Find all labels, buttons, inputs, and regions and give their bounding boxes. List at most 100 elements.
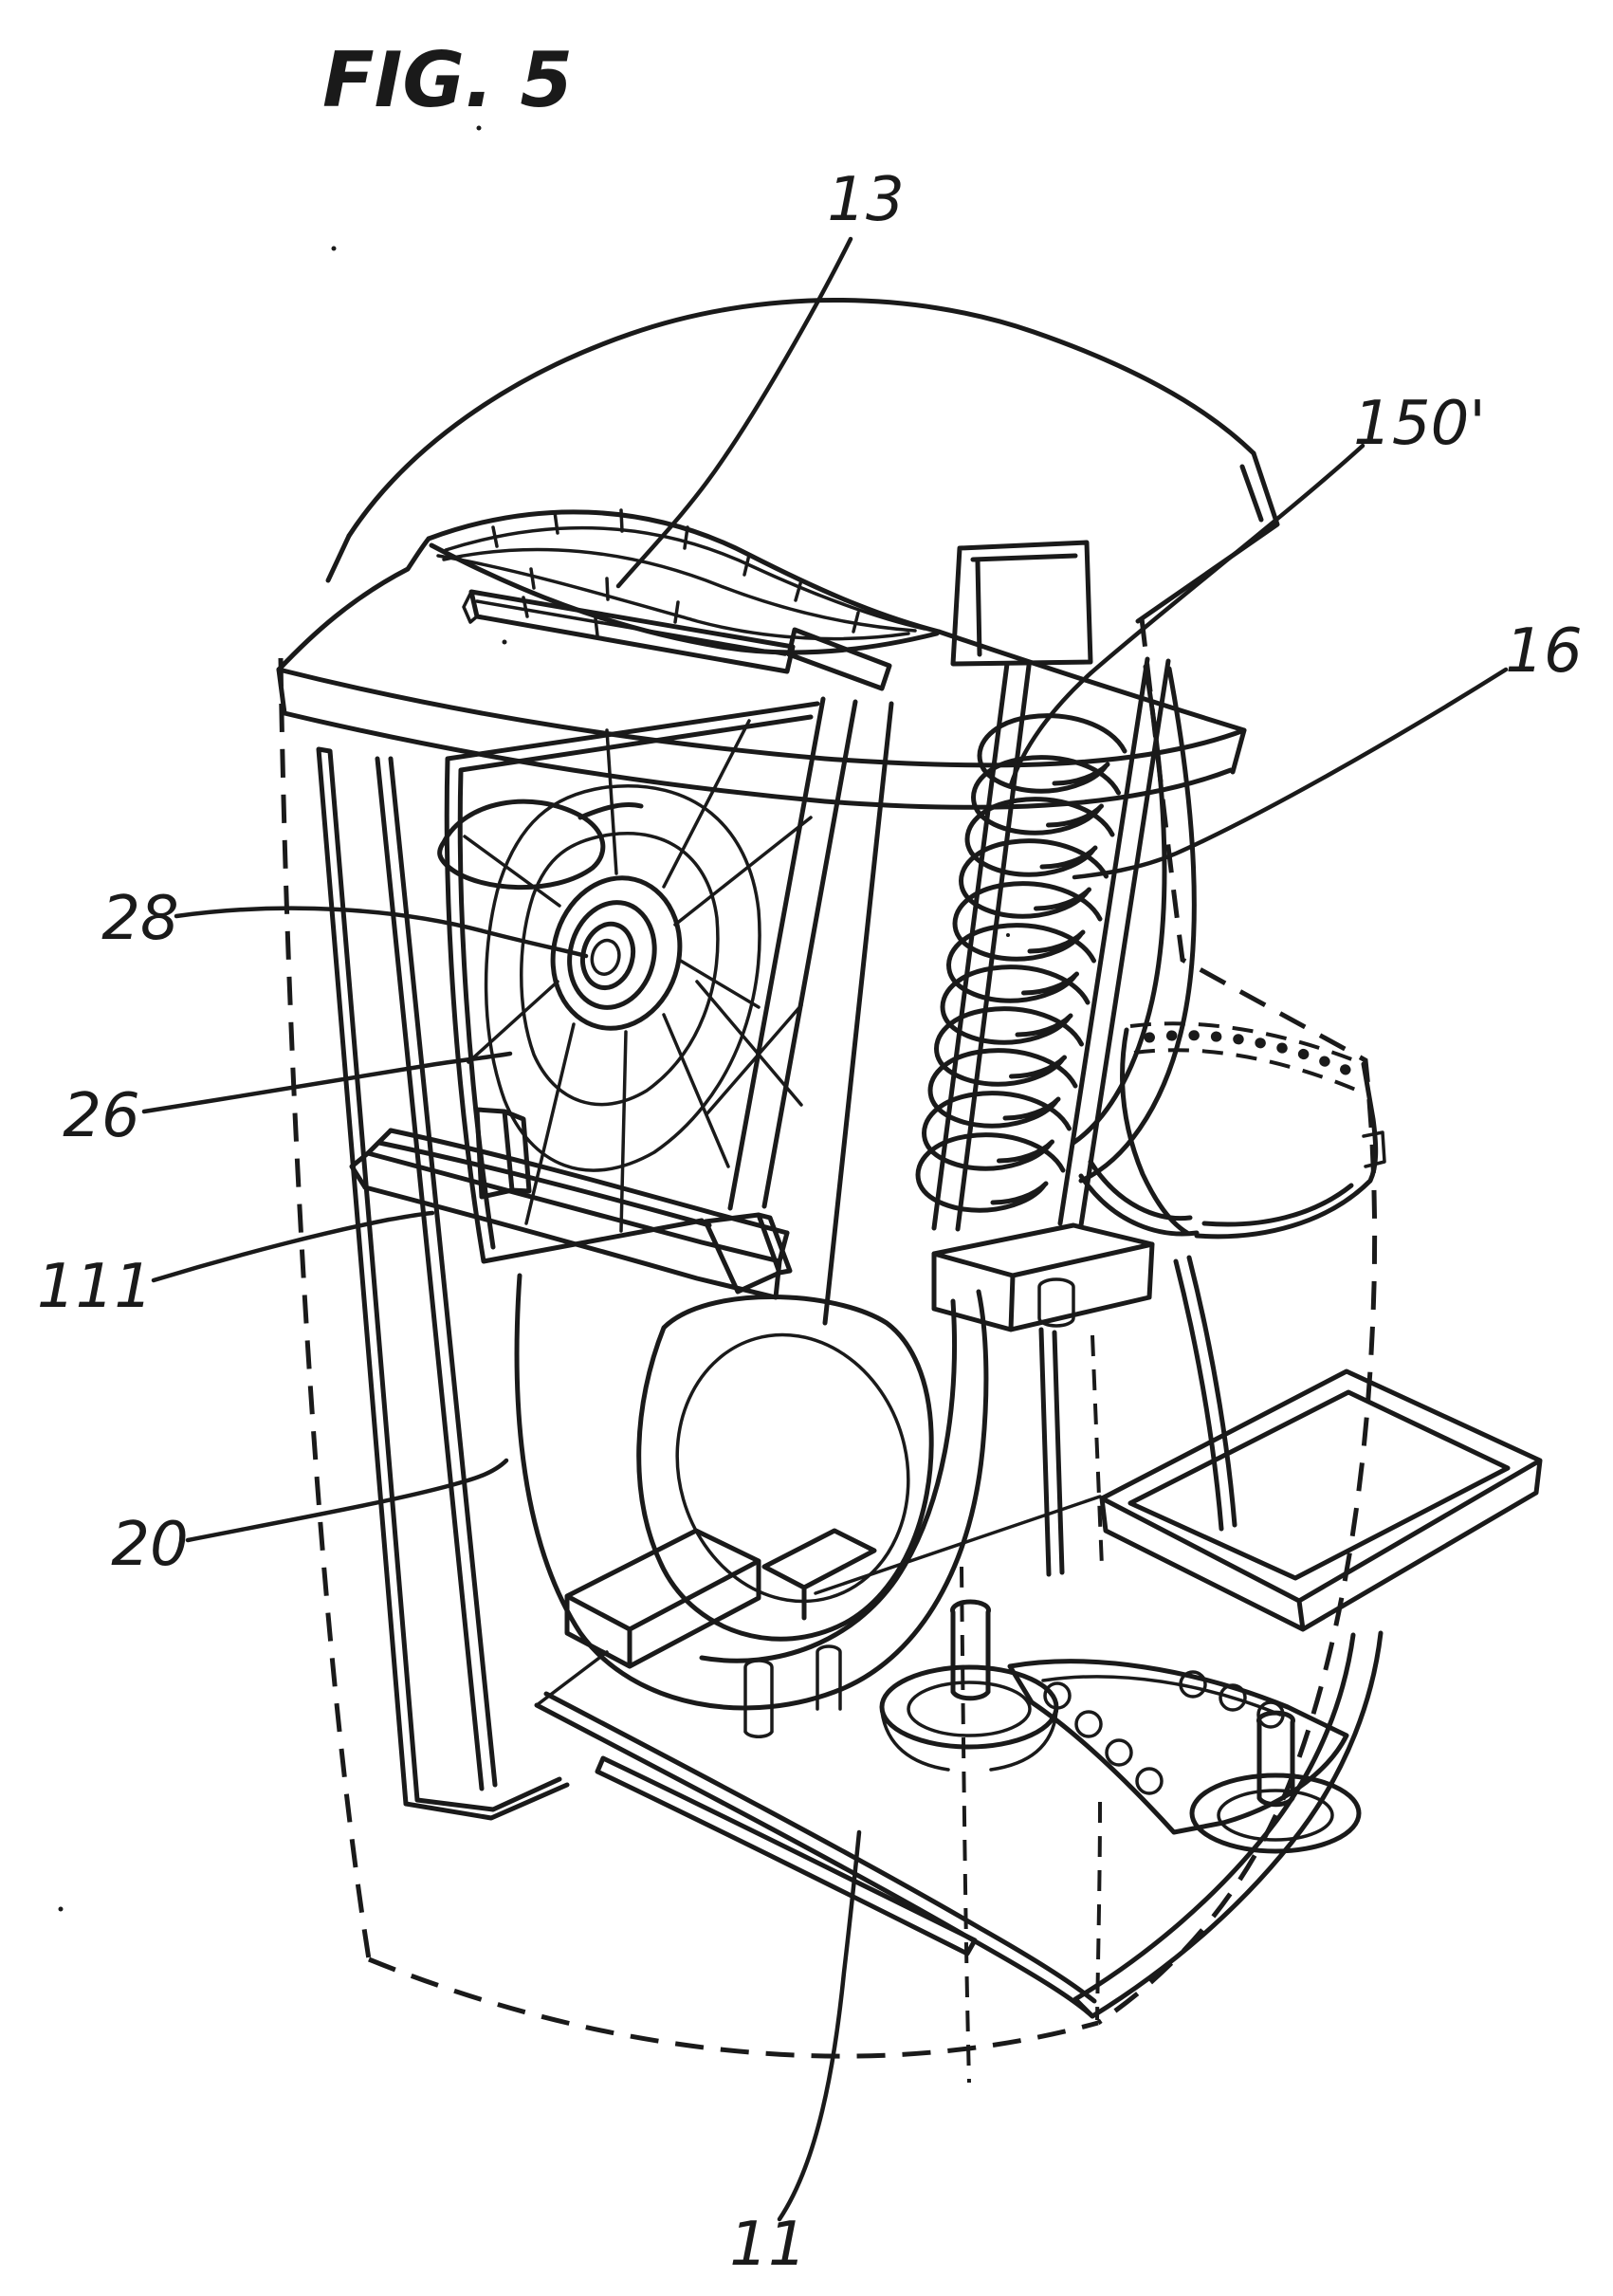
coil-turn — [980, 716, 1125, 792]
dome-right-corner — [1135, 450, 1280, 624]
boss-inner — [907, 1681, 1032, 1737]
handle-slot-inner-line — [462, 590, 787, 656]
callout-leader-lines — [141, 236, 1509, 2222]
lid-front-bottom-edge — [276, 667, 1234, 810]
leader-20 — [185, 1458, 509, 1543]
fan-grille — [437, 696, 894, 1326]
bracket-inner-line — [1041, 1675, 1282, 1717]
leader-111 — [151, 1210, 435, 1283]
left-frame-rails — [316, 746, 498, 1807]
bracket-hole — [1219, 1683, 1247, 1712]
coil-turn — [962, 841, 1107, 917]
top-lid — [276, 508, 1247, 810]
bracket-hole — [1256, 1700, 1285, 1729]
duct-back-curves — [1071, 664, 1197, 1184]
cup-top-face — [931, 1222, 1155, 1278]
speck — [1006, 933, 1010, 937]
louver-band-arcs — [436, 525, 926, 641]
base-back-edge — [535, 1495, 1102, 1707]
callout-16: 16 — [1505, 616, 1582, 687]
callout-28: 28 — [101, 884, 178, 954]
speck — [58, 1906, 64, 1912]
callout-11: 11 — [729, 2210, 806, 2280]
beam-wedge-bracket-right — [703, 1212, 793, 1295]
callout-111: 111 — [37, 1252, 153, 1322]
grille-web-ring-outer — [484, 784, 761, 1172]
duct-bottom-arc — [1078, 1159, 1200, 1237]
leader-150 — [1008, 443, 1366, 788]
peg-cylinder — [1256, 1710, 1295, 1808]
speck — [331, 246, 337, 251]
cross-beam — [349, 1107, 793, 1300]
base-front-rim — [534, 1691, 1097, 2019]
leader-13 — [615, 236, 853, 589]
speck — [476, 125, 482, 131]
chute-body — [1119, 1027, 1379, 1240]
coil-turn — [967, 799, 1112, 875]
collection-cup — [931, 1222, 1155, 1332]
bracket-hole — [1074, 1710, 1103, 1738]
chute-foot-cylinder — [1037, 1277, 1075, 1328]
peg-cylinder — [950, 1599, 991, 1701]
beam-top-edges — [365, 1128, 790, 1264]
peg-boss-left — [879, 1599, 1059, 1772]
callout-150: 150' — [1353, 389, 1486, 459]
drum-opening-inner — [675, 1332, 910, 1604]
grille-web-ring-inner — [520, 832, 720, 1107]
base-plate — [534, 1368, 1543, 2019]
hidden-chute-duct-line — [1091, 1334, 1104, 1568]
grille-spokes — [463, 719, 813, 1233]
lid-right-end-facet — [786, 627, 892, 691]
triangular-bracket — [1007, 1659, 1349, 1835]
cup-front-faces — [931, 1241, 1155, 1332]
hidden-bottom-sweep — [368, 1956, 1099, 2059]
louver-inner-arc — [429, 542, 940, 655]
small-pins — [743, 1644, 842, 1738]
chute-notch — [1362, 1130, 1386, 1168]
callout-20: 20 — [111, 1510, 188, 1580]
air-inlet-louver — [426, 508, 942, 655]
boss-depth — [880, 1710, 1058, 1772]
base-right-rim — [1072, 1630, 1384, 2019]
hub-ring-3 — [579, 921, 636, 991]
chute-perforation-dots — [1144, 1030, 1360, 1079]
fan-blade — [437, 799, 644, 891]
dome-left-edge — [325, 533, 352, 583]
bracket-hole — [1179, 1670, 1207, 1699]
figure-title: FIG. 5 — [322, 36, 573, 124]
coil-turn — [955, 884, 1100, 960]
hidden-inner-vertical-2 — [1095, 1801, 1102, 2021]
peg-boss-right — [1189, 1710, 1362, 1854]
leader-16 — [1072, 667, 1509, 880]
chute-strip-border-1 — [1129, 1021, 1365, 1066]
fan-hub — [550, 875, 683, 1031]
grille-frame — [444, 701, 820, 1264]
hidden-left-edge — [278, 657, 372, 1960]
bracket-hole — [1043, 1681, 1072, 1710]
callout-26: 26 — [63, 1081, 139, 1151]
chute-strip-border-2 — [1133, 1048, 1359, 1093]
lid-top-left-boundary — [276, 536, 431, 672]
speck — [502, 639, 507, 645]
base-left-blocks — [564, 1528, 877, 1669]
louver-brick-ticks — [491, 508, 860, 637]
louver-outer-arc — [426, 509, 942, 634]
rear-dome-shell — [325, 298, 1280, 624]
coil-turn — [974, 758, 1119, 834]
drum-opening-outer — [636, 1295, 934, 1642]
callout-13: 13 — [827, 165, 904, 235]
left-frame-panel — [316, 746, 570, 1821]
drum-outer-contour — [514, 1273, 989, 1711]
channel-top-slab — [950, 540, 1093, 667]
drum-wheel — [514, 1273, 989, 1711]
handle-slot-outline — [468, 589, 796, 674]
beam-front-face — [362, 1185, 790, 1300]
boss-inner — [1217, 1789, 1334, 1842]
scan-specks — [58, 125, 1010, 1912]
base-front-inner-strip — [595, 1755, 978, 1956]
leader-11 — [777, 1829, 862, 2222]
left-frame-bottom-tip — [403, 1776, 570, 1821]
boss-outer — [1189, 1773, 1362, 1854]
